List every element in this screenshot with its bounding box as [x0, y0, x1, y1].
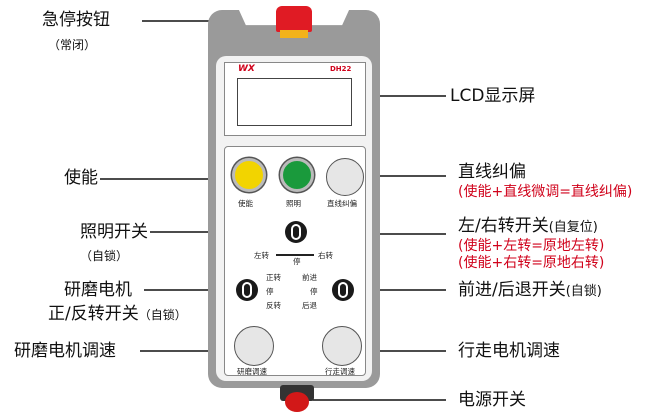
grind-stop-label: 停 — [266, 287, 274, 296]
estop-label: 急停按钮 — [42, 10, 110, 30]
straight-note: (使能+直线微调=直线纠偏) — [458, 184, 633, 200]
enable-button[interactable] — [232, 158, 266, 192]
model-label: DH22 — [330, 65, 352, 73]
turn-switch-note: (自复位) — [548, 220, 598, 235]
grind-speed-label: 研磨调速 — [237, 367, 267, 376]
enable-button-label: 使能 — [238, 199, 253, 208]
estop-note: （常闭） — [48, 38, 97, 52]
grind-reverse-label: 反转 — [266, 301, 281, 310]
estop-collar — [280, 30, 308, 38]
turn-right-note: (使能+右转=原地右转) — [458, 255, 605, 271]
fwd-switch-label: 前进/后退开关(自锁) — [458, 280, 602, 302]
turn-right-label: 右转 — [318, 251, 333, 260]
fwd-switch-text: 前进/后退开关 — [458, 280, 566, 300]
turn-left-note: (使能+左转=原地左转) — [458, 238, 605, 254]
travel-stop-label: 停 — [310, 287, 318, 296]
grind-switch-label: 正/反转开关（自锁） — [48, 304, 187, 325]
brand-logo: WX — [238, 64, 255, 74]
estop-button[interactable] — [276, 6, 312, 32]
power-switch[interactable] — [285, 392, 309, 412]
turn-stop-label: 停 — [293, 257, 301, 266]
turn-arrow — [276, 254, 314, 256]
fwd-switch-note: (自锁) — [565, 284, 602, 299]
grind-switch-text: 正/反转开关 — [48, 304, 139, 324]
turn-switch-text: 左/右转开关 — [458, 216, 549, 236]
travel-direction-switch[interactable] — [332, 279, 354, 301]
power-label: 电源开关 — [458, 390, 526, 410]
travel-speed-label-right: 行走电机调速 — [458, 341, 560, 361]
lcd-label: LCD显示屏 — [450, 86, 536, 106]
enable-label: 使能 — [64, 168, 98, 188]
turn-switch-label: 左/右转开关(自复位) — [458, 216, 598, 238]
grind-forward-label: 正转 — [266, 273, 281, 282]
turn-switch[interactable] — [285, 221, 307, 243]
straight-label: 直线纠偏 — [458, 162, 526, 182]
travel-speed-label: 行走调速 — [325, 367, 355, 376]
grind-speed-knob[interactable] — [234, 326, 274, 366]
light-switch-note: （自锁） — [80, 249, 129, 263]
travel-speed-knob[interactable] — [322, 326, 362, 366]
travel-forward-label: 前进 — [302, 273, 317, 282]
straight-knob-label: 直线纠偏 — [327, 199, 357, 208]
light-button[interactable] — [280, 158, 314, 192]
straight-correction-knob[interactable] — [326, 158, 364, 196]
lcd-screen — [237, 78, 352, 126]
travel-reverse-label: 后退 — [302, 301, 317, 310]
grind-direction-switch[interactable] — [236, 279, 258, 301]
light-switch-label: 照明开关 — [80, 222, 148, 242]
turn-left-label: 左转 — [254, 251, 269, 260]
grind-motor-label: 研磨电机 — [64, 280, 132, 300]
grind-switch-note: （自锁） — [138, 308, 187, 322]
grind-speed-label-left: 研磨电机调速 — [14, 341, 116, 361]
light-button-label: 照明 — [286, 199, 301, 208]
